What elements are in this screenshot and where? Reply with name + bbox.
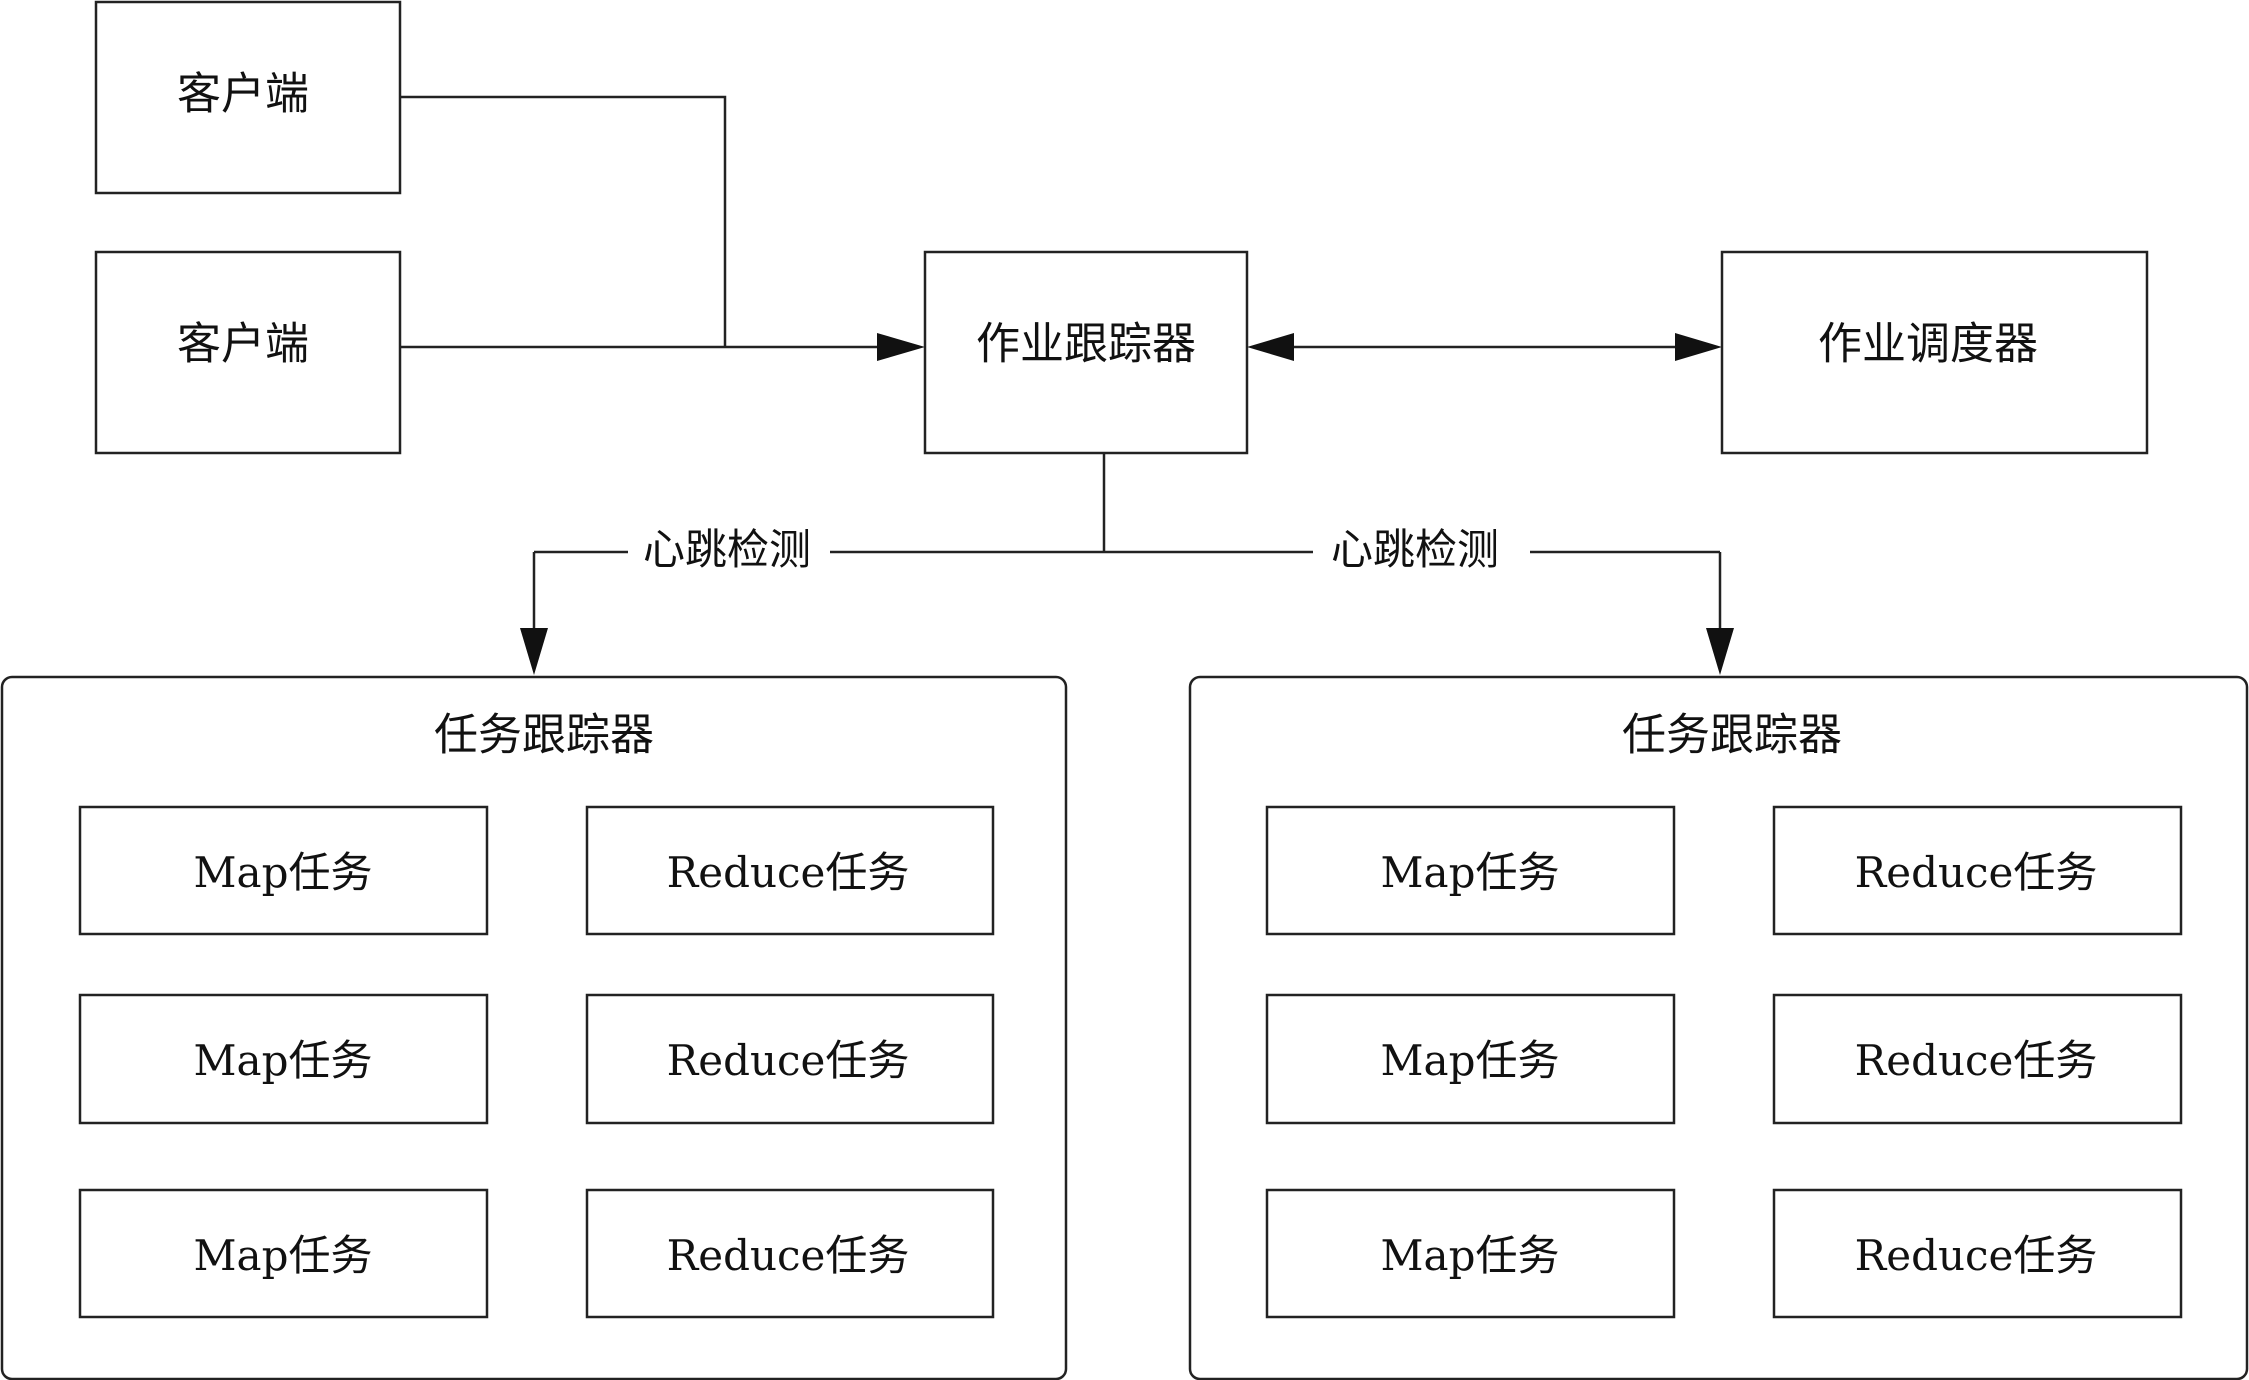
arrow-to-job-tracker-left <box>1247 333 1294 361</box>
map-task: Map任务 <box>1265 805 1676 936</box>
heartbeat-label-left: 心跳检测 <box>643 525 811 574</box>
job-scheduler-label: 作业调度器 <box>1818 319 2038 370</box>
map-task-label: Map任务 <box>194 1036 373 1085</box>
reduce-task-label: Reduce任务 <box>667 1231 910 1280</box>
client-node-1: 客户端 <box>94 0 402 195</box>
map-task-label: Map任务 <box>194 1231 373 1280</box>
reduce-task-label: Reduce任务 <box>667 848 910 897</box>
reduce-task-label: Reduce任务 <box>667 1036 910 1085</box>
job-tracker-label: 作业跟踪器 <box>976 319 1196 370</box>
task-tracker-title-left: 任务跟踪器 <box>434 710 654 761</box>
client-node-2-label: 客户端 <box>177 319 309 370</box>
arrow-to-job-tracker <box>877 333 925 361</box>
client-1-connector <box>400 95 727 347</box>
reduce-task-label: Reduce任务 <box>1855 848 2098 897</box>
reduce-task: Reduce任务 <box>585 805 995 936</box>
task-tracker-group-left: 任务跟踪器 Map任务 Reduce任务 Map任务 Reduce任务 Map任… <box>0 675 1068 1380</box>
map-task-label: Map任务 <box>1381 848 1560 897</box>
arrow-to-task-tracker-left <box>520 628 548 675</box>
reduce-task-label: Reduce任务 <box>1855 1036 2098 1085</box>
client-node-1-label: 客户端 <box>177 69 309 120</box>
reduce-task: Reduce任务 <box>585 1188 995 1319</box>
reduce-task: Reduce任务 <box>1772 1188 2183 1319</box>
reduce-task: Reduce任务 <box>585 993 995 1125</box>
job-scheduler-node: 作业调度器 <box>1720 250 2149 455</box>
reduce-task: Reduce任务 <box>1772 993 2183 1125</box>
arrow-to-task-tracker-right <box>1706 628 1734 675</box>
map-task-label: Map任务 <box>194 848 373 897</box>
map-task-label: Map任务 <box>1381 1036 1560 1085</box>
job-tracker-node: 作业跟踪器 <box>923 250 1249 455</box>
tracker-scheduler-link <box>1247 333 1722 361</box>
map-task: Map任务 <box>78 1188 489 1319</box>
map-task: Map任务 <box>78 993 489 1125</box>
heartbeat-label-right: 心跳检测 <box>1331 525 1499 574</box>
map-task: Map任务 <box>78 805 489 936</box>
client-connectors <box>400 95 925 361</box>
task-tracker-title-right: 任务跟踪器 <box>1622 710 1842 761</box>
map-task-label: Map任务 <box>1381 1231 1560 1280</box>
client-node-2: 客户端 <box>94 250 402 455</box>
map-task: Map任务 <box>1265 1188 1676 1319</box>
map-task: Map任务 <box>1265 993 1676 1125</box>
arrow-to-job-scheduler <box>1675 333 1722 361</box>
heartbeat-connectors: 心跳检测 心跳检测 <box>520 453 1734 675</box>
reduce-task-label: Reduce任务 <box>1855 1231 2098 1280</box>
task-tracker-group-right: 任务跟踪器 Map任务 Reduce任务 Map任务 Reduce任务 Map任… <box>1188 675 2249 1380</box>
reduce-task: Reduce任务 <box>1772 805 2183 936</box>
